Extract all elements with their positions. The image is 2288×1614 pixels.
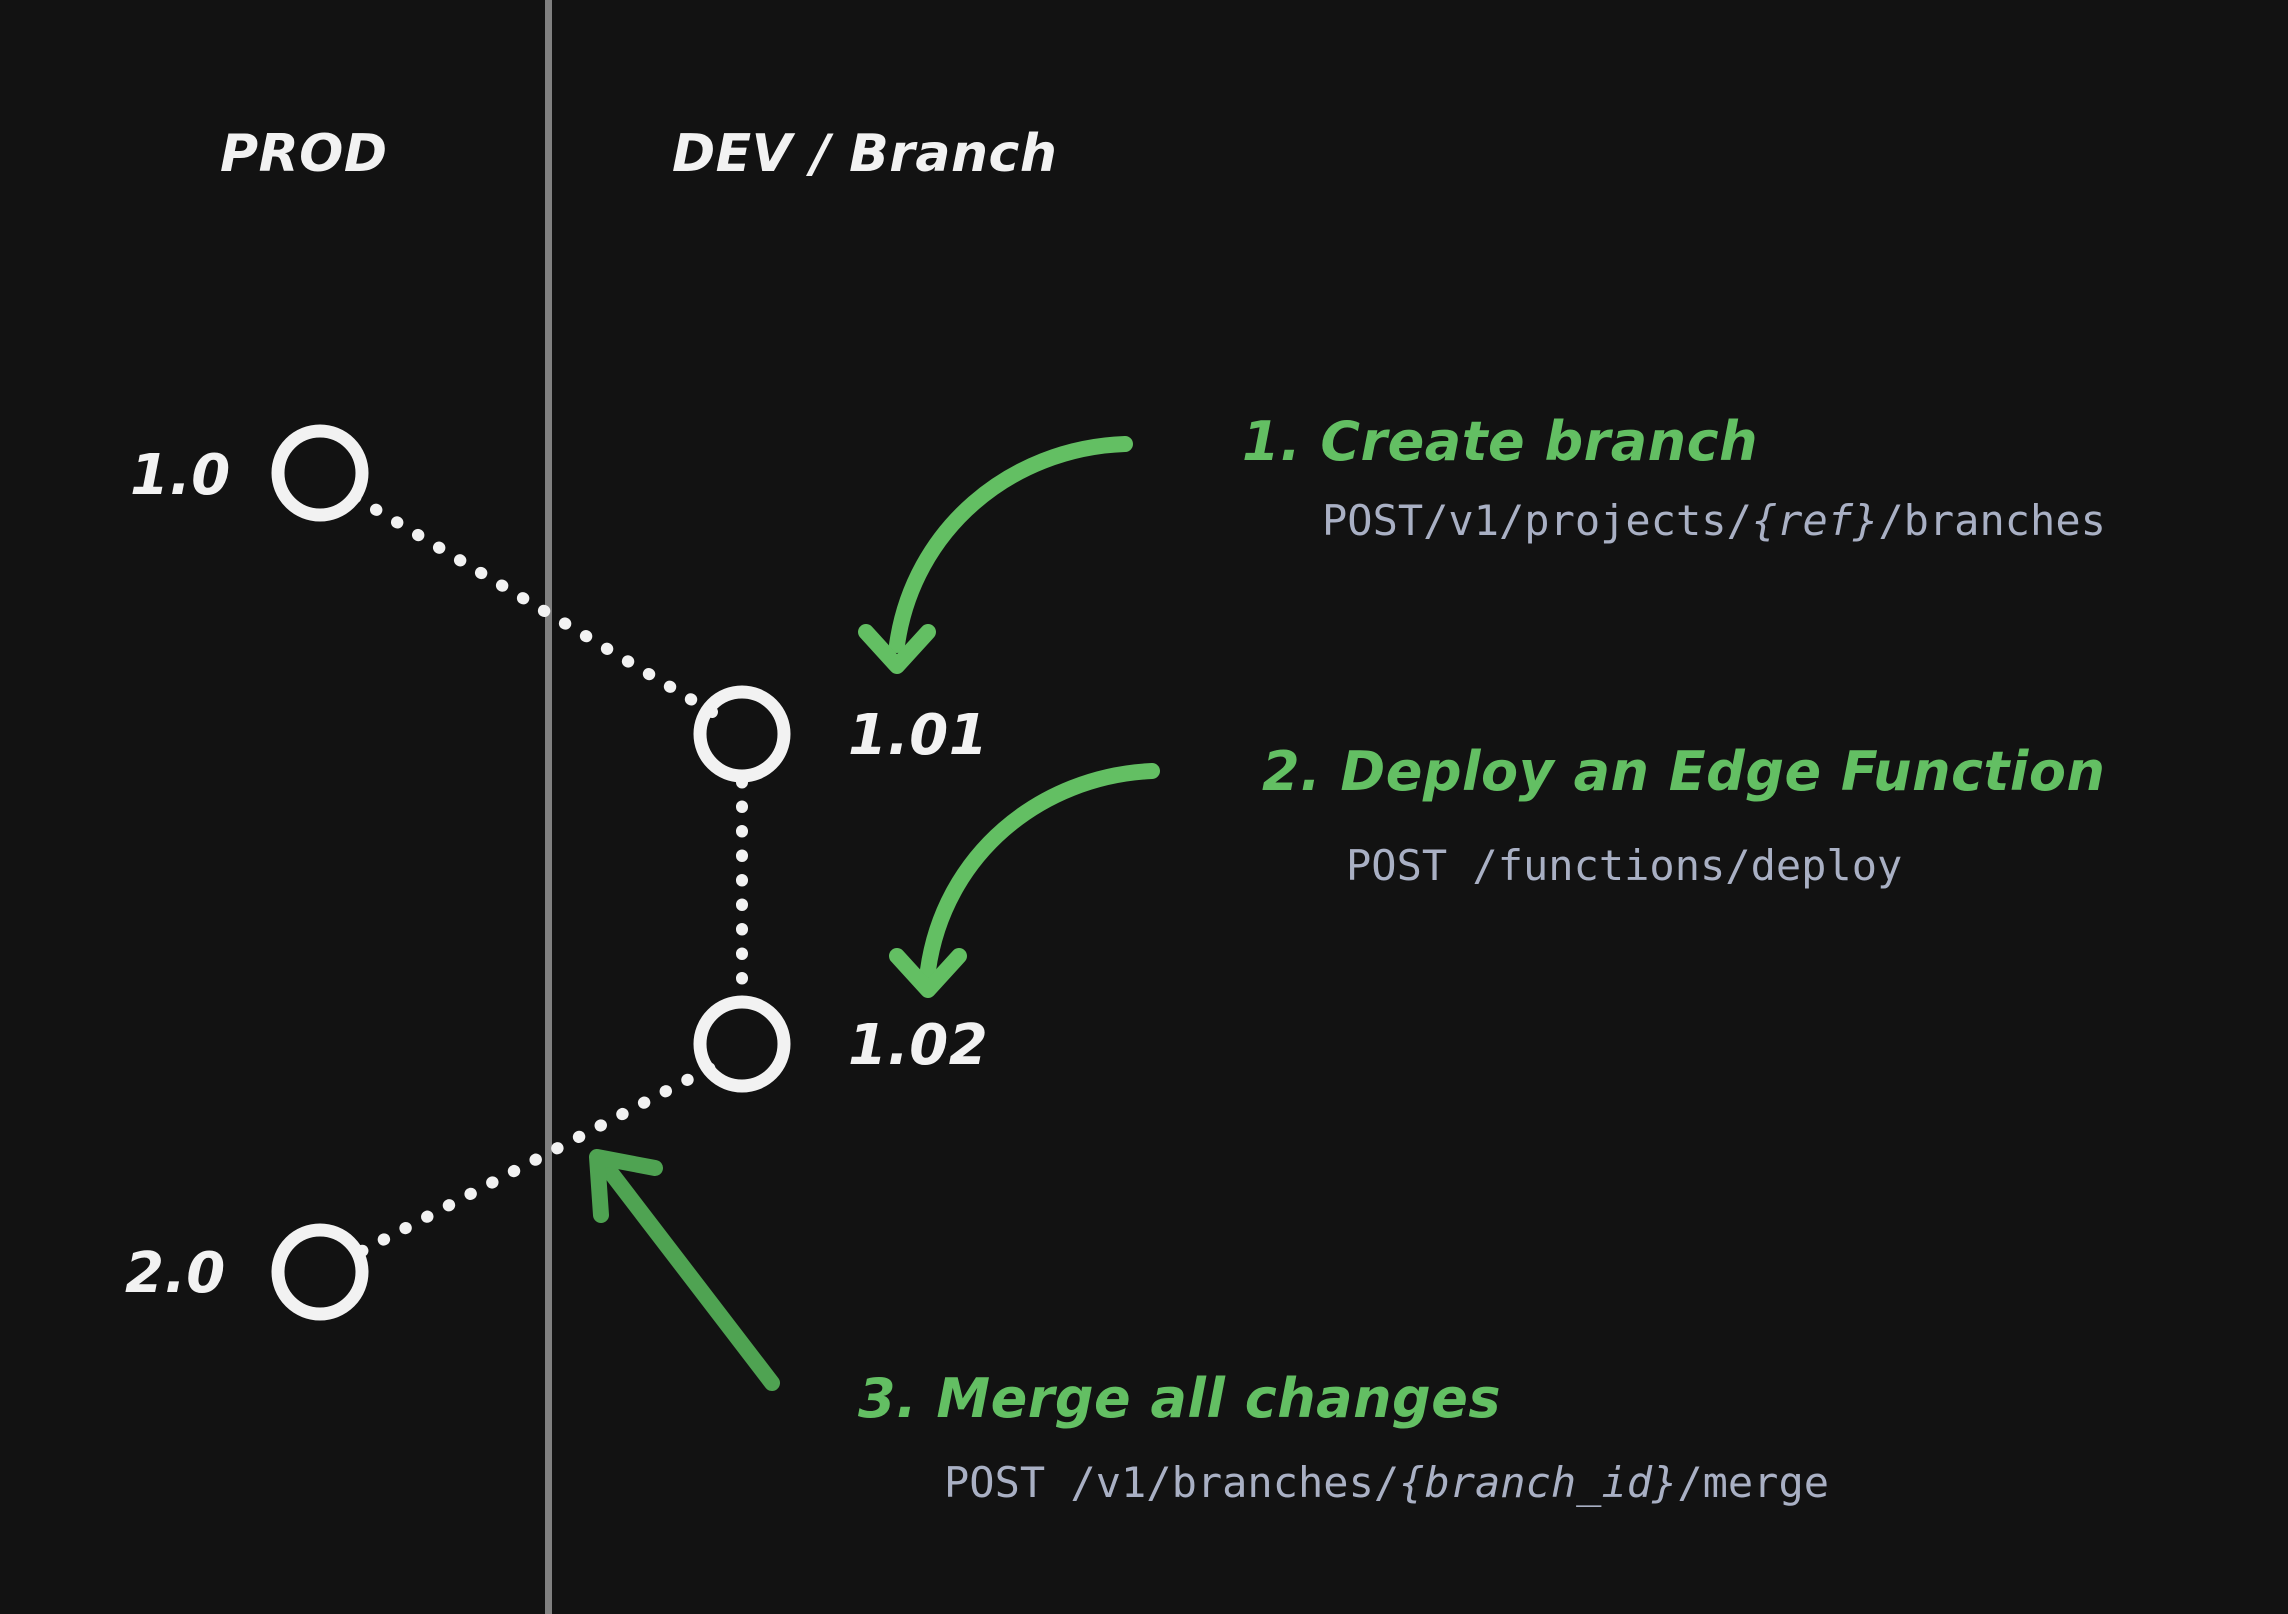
arrow-deploy-function-head (889, 948, 967, 998)
arrow-create-branch-head (858, 624, 936, 674)
step-1-endpoint: POST/v1/projects/{ref}/branches (1322, 496, 2106, 545)
step-3-endpoint: POST /v1/branches/{branch_id}/merge (944, 1458, 1830, 1507)
arrow-deploy-function (920, 763, 1160, 978)
step-2-title: 2. Deploy an Edge Function (1262, 740, 2106, 803)
node-dev-1-01 (693, 685, 791, 783)
arrow-create-branch (889, 436, 1133, 653)
node-label-prod-1-0: 1.0 (130, 443, 231, 508)
arrow-merge-changes-head (589, 1149, 663, 1223)
arrow-merge-changes (597, 1157, 780, 1391)
connector-2-0-to-1-02 (356, 1062, 716, 1257)
column-header-dev: DEV / Branch (672, 124, 1058, 184)
node-dev-1-02 (693, 995, 791, 1093)
connector-1-0-to-1-01 (349, 491, 718, 718)
node-label-prod-2-0: 2.0 (125, 1241, 226, 1306)
node-label-dev-1-02: 1.02 (848, 1013, 989, 1078)
step-3-title: 3. Merge all changes (858, 1367, 1501, 1430)
column-header-prod: PROD (220, 124, 388, 184)
step-2-endpoint: POST /functions/deploy (1346, 841, 1903, 890)
step-1-title: 1. Create branch (1242, 410, 1759, 473)
node-prod-2-0 (271, 1223, 369, 1321)
node-prod-1-0 (271, 424, 369, 522)
node-label-dev-1-01: 1.01 (848, 703, 989, 768)
